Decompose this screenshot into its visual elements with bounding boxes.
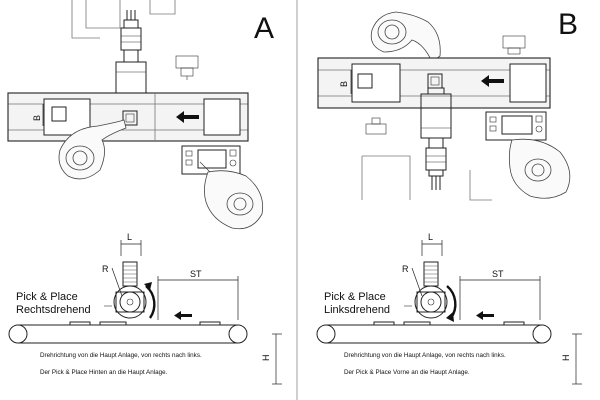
- rotation-arrow-icon: [446, 285, 457, 322]
- caption-line1: Drehrichtung von die Haupt Anlage, von r…: [40, 352, 202, 359]
- product-window-right: [509, 63, 547, 103]
- rotation-arrow-icon: [144, 282, 156, 319]
- pick-place-unit-bottom: [420, 87, 452, 190]
- dimension-label-st: ST: [492, 269, 504, 279]
- dimension-label-l: L: [428, 232, 433, 242]
- conveyor-belt-icon: [316, 305, 552, 344]
- left-arrow-icon: [476, 311, 494, 320]
- rotating-disk: [113, 285, 147, 319]
- product-window-left: [351, 63, 401, 103]
- dimension-label-h: H: [261, 355, 271, 362]
- panel-letter: A: [254, 12, 274, 45]
- conveyor-belt-icon: [8, 305, 248, 344]
- mode-title-line2: Linksdrehend: [324, 304, 390, 316]
- caption-line1: Drehrichtung von die Haupt Anlage, von r…: [344, 352, 506, 359]
- dimension-label-st: ST: [190, 269, 202, 279]
- caption-line2: Der Pick & Place Hinten an die Haupt Anl…: [40, 369, 168, 376]
- panel-b: B B: [316, 8, 582, 385]
- left-arrow-icon: [481, 75, 504, 87]
- rotating-disk: [414, 285, 448, 319]
- left-arrow-icon: [176, 111, 199, 123]
- operator-figure-icon: [508, 138, 571, 199]
- caption-line2: Der Pick & Place Vorne an die Haupt Anla…: [344, 369, 470, 376]
- operator-figure-icon: [199, 161, 264, 230]
- product-window-right: [203, 98, 241, 136]
- mode-title-line1: Pick & Place: [16, 291, 78, 303]
- mode-title-line1: Pick & Place: [324, 291, 386, 303]
- operator-figure-icon: [370, 11, 441, 63]
- panel-letter: B: [558, 8, 578, 41]
- machine-background: [361, 117, 492, 201]
- left-arrow-icon: [174, 311, 192, 320]
- dimension-label-l: L: [127, 232, 132, 242]
- dimension-label-h: H: [561, 355, 571, 362]
- gripper-head: [122, 110, 138, 126]
- machine-background: [502, 35, 526, 55]
- dimension-label-b: B: [32, 115, 42, 121]
- machine-background: [71, 0, 199, 80]
- mode-title-line2: Rechtsdrehend: [16, 304, 91, 316]
- panel-a: A: [7, 0, 282, 385]
- dimension-label-r: R: [102, 264, 109, 274]
- dimension-label-b: B: [339, 81, 349, 87]
- operator-figure-icon: [58, 119, 127, 180]
- dimension-label-r: R: [402, 264, 409, 274]
